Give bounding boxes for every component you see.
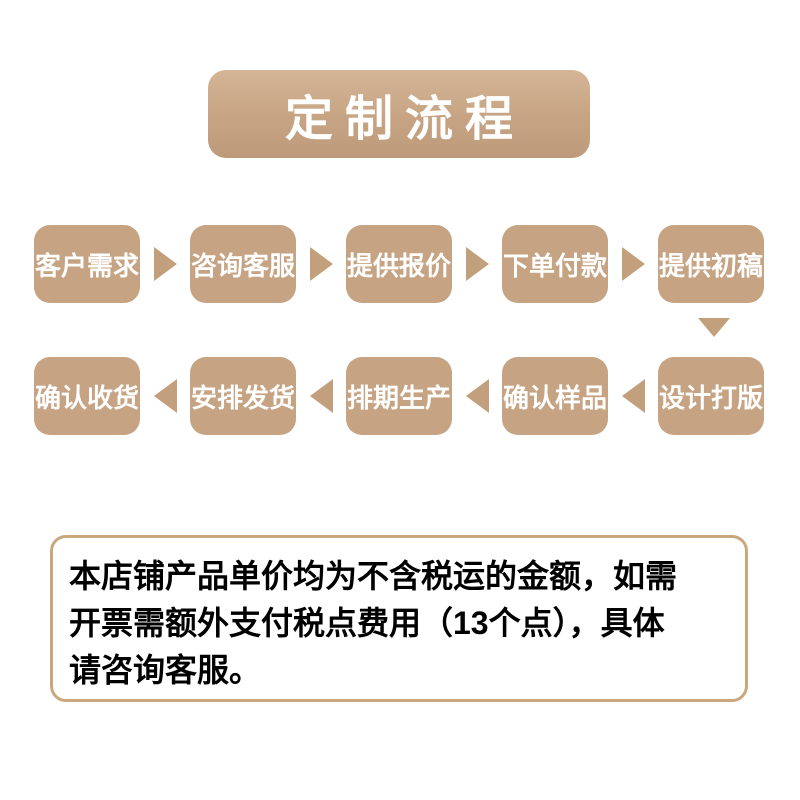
arrow-right-icon [309, 247, 333, 281]
arrow-right-icon [153, 247, 177, 281]
tax-notice-line: 本店铺产品单价均为不含税运的金额，如需 [69, 558, 678, 594]
arrow-down-icon [698, 318, 730, 337]
tax-notice-line: 开票需额外支付税点费用（13个点），具体 [69, 605, 665, 641]
tax-notice-line: 请咨询客服。 [69, 652, 262, 688]
arrow-left-icon [465, 379, 489, 413]
flow-step-confirm-receipt: 确认收货 [34, 357, 140, 435]
arrow-right-icon [621, 247, 645, 281]
flow-row-1: 客户需求 咨询客服 提供报价 下单付款 提供初稿 [34, 225, 764, 303]
arrow-left-icon [153, 379, 177, 413]
arrow-left-icon [309, 379, 333, 413]
arrow-right-icon [465, 247, 489, 281]
flow-step-order-payment: 下单付款 [502, 225, 608, 303]
tax-notice-box: 本店铺产品单价均为不含税运的金额，如需 开票需额外支付税点费用（13个点），具体… [50, 535, 748, 702]
page-title: 定制流程 [284, 93, 525, 146]
page-title-banner: 定制流程 [208, 70, 590, 158]
flow-step-design-proofing: 设计打版 [658, 357, 764, 435]
flow-step-consult-service: 咨询客服 [190, 225, 296, 303]
flow-step-confirm-sample: 确认样品 [502, 357, 608, 435]
arrow-left-icon [621, 379, 645, 413]
flow-row-2: 确认收货 安排发货 排期生产 确认样品 设计打版 [34, 357, 764, 435]
flow-step-provide-draft: 提供初稿 [658, 225, 764, 303]
flow-step-provide-quote: 提供报价 [346, 225, 452, 303]
flow-step-arrange-shipping: 安排发货 [190, 357, 296, 435]
flow-step-customer-demand: 客户需求 [34, 225, 140, 303]
flow-step-schedule-production: 排期生产 [346, 357, 452, 435]
